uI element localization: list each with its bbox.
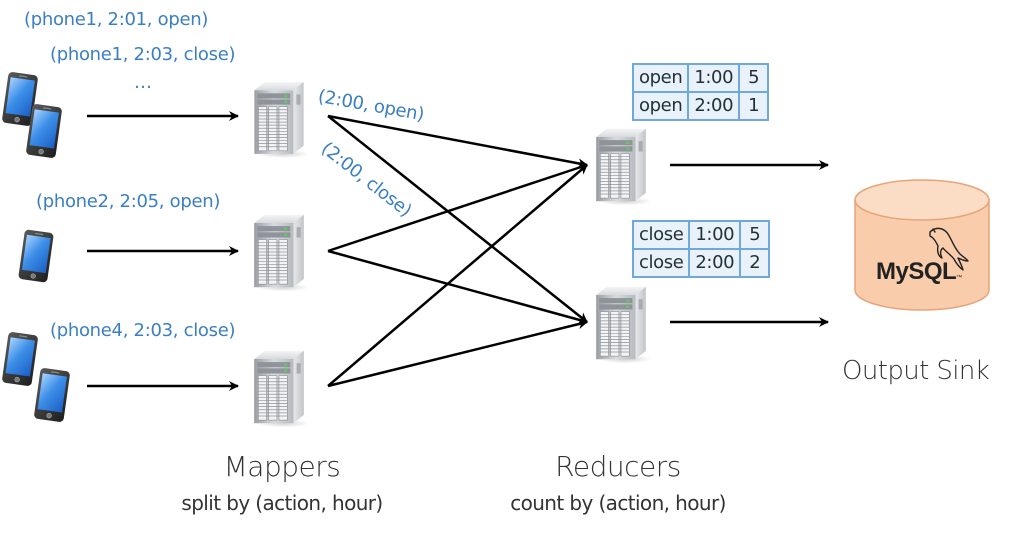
action-cell: close: [631, 220, 691, 250]
arrow-mapper1-to-reducer1: [327, 114, 588, 169]
count-cell: 5: [739, 220, 771, 250]
source-3-phones: [1, 331, 71, 423]
reducers-title: Reducers: [555, 450, 681, 483]
event-label: (phone4, 2:03, close): [50, 320, 236, 341]
mysql-logo-text: MySQL™: [876, 258, 962, 286]
mappers-title: Mappers: [223, 450, 341, 483]
reducers-subtitle: count by (action, hour): [510, 491, 726, 515]
arrow-mapper2-to-reducer1: [327, 163, 588, 253]
count-cell: 2: [739, 248, 771, 278]
table-row: close 2:00 2: [631, 248, 771, 278]
smartphone-icon: [33, 367, 71, 423]
database-cylinder-icon: [854, 179, 990, 311]
arrow-mapper2-to-reducer2: [327, 249, 588, 325]
reducer-2-count-table: close 1:00 5 close 2:00 2: [631, 220, 771, 278]
action-cell: close: [631, 248, 691, 278]
table-row: open 1:00 5: [631, 63, 770, 93]
mapper-1-server-icon: [253, 81, 308, 158]
hour-cell: 2:00: [688, 248, 742, 278]
action-cell: open: [631, 63, 690, 93]
mysql-dolphin-icon: [929, 227, 969, 271]
count-cell: 1: [738, 91, 770, 121]
arrow-mapper3-to-reducer2: [327, 319, 588, 388]
table-row: open 2:00 1: [631, 91, 770, 121]
mapper-3-server-icon: [253, 350, 308, 428]
event-label: (phone2, 2:05, open): [36, 191, 221, 212]
hour-cell: 1:00: [688, 220, 742, 250]
source-1-phones: [1, 71, 63, 159]
action-cell: open: [631, 91, 690, 121]
table-row: close 1:00 5: [631, 220, 771, 250]
mysql-wordmark: MySQL: [876, 258, 957, 285]
reducer-2-server-icon: [595, 286, 650, 364]
smartphone-icon: [1, 331, 39, 387]
hour-cell: 1:00: [687, 63, 741, 93]
trademark-mark: ™: [956, 275, 962, 281]
source-2-phone: [17, 228, 55, 284]
mappers-subtitle: split by (action, hour): [181, 491, 383, 515]
event-label: (phone1, 2:01, open): [24, 9, 209, 30]
arrow-mapper3-to-reducer1: [327, 164, 588, 387]
count-cell: 5: [738, 63, 770, 93]
reducer-1-server-icon: [595, 128, 650, 206]
smartphone-icon: [17, 228, 55, 284]
sink-label: Output Sink: [842, 356, 990, 386]
arrow-mapper1-to-reducer2: [327, 115, 588, 323]
event-label: (phone1, 2:03, close): [50, 44, 236, 65]
hour-cell: 2:00: [687, 91, 741, 121]
mapper-2-server-icon: [253, 214, 308, 292]
event-ellipsis: …: [134, 72, 152, 93]
reducer-1-count-table: open 1:00 5 open 2:00 1: [631, 63, 770, 121]
